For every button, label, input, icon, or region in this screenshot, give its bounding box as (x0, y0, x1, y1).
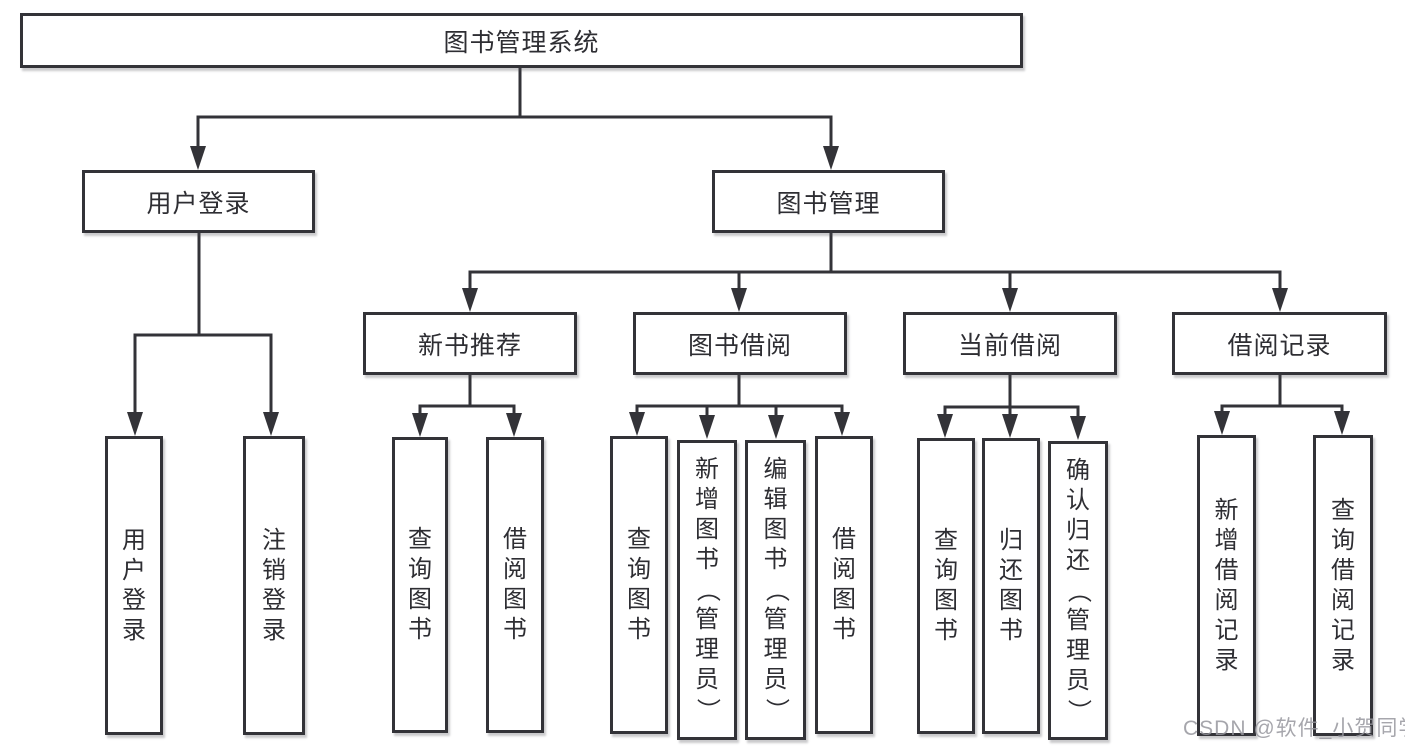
leaf-borrow-books-label: 借阅图书 (832, 526, 856, 643)
leaf-user-login: 用户登录 (105, 436, 163, 735)
leaf-add-borrow-record-label: 新增借阅记录 (1214, 496, 1239, 674)
node-borrow-records: 借阅记录 (1172, 312, 1387, 375)
leaf-add-book-admin-label: 新增图书（管理员） (694, 456, 721, 722)
leaf-add-borrow-record: 新增借阅记录 (1197, 435, 1256, 736)
edge-root-split (196, 65, 833, 119)
watermark: CSDN @软件_小贺同学 (1183, 717, 1405, 740)
leaf-logout-label: 注销登录 (262, 526, 286, 644)
leaf-query-books-recommend-label: 查询图书 (408, 526, 432, 643)
node-book-borrow: 图书借阅 (633, 312, 847, 375)
edge-book-management-split (468, 230, 1282, 274)
leaf-confirm-return-admin-label: 确认归还（管理员） (1065, 456, 1092, 723)
leaf-borrow-books-recommend-label: 借阅图书 (503, 526, 527, 643)
leaf-return-book-label: 归还图书 (999, 527, 1023, 644)
leaf-edit-book-admin-label: 编辑图书（管理员） (762, 456, 790, 722)
leaf-borrow-books: 借阅图书 (815, 436, 873, 734)
leaf-query-books-borrow: 查询图书 (610, 436, 668, 734)
leaf-borrow-books-recommend: 借阅图书 (486, 437, 544, 733)
node-user-login: 用户登录 (82, 170, 315, 233)
node-current-borrow: 当前借阅 (903, 312, 1117, 375)
leaf-query-borrow-record-label: 查询借阅记录 (1331, 496, 1355, 674)
leaf-confirm-return-admin: 确认归还（管理员） (1048, 441, 1108, 740)
leaf-query-books-current-label: 查询图书 (934, 527, 958, 644)
leaf-query-borrow-record: 查询借阅记录 (1313, 435, 1373, 736)
leaf-add-book-admin: 新增图书（管理员） (677, 440, 737, 740)
edge-borrow-records-split (1220, 373, 1344, 408)
leaf-edit-book-admin: 编辑图书（管理员） (745, 440, 806, 740)
edge-book-borrow-split (635, 373, 844, 408)
leaf-query-books-borrow-label: 查询图书 (627, 526, 651, 643)
edge-user-login-split (133, 230, 273, 337)
leaf-user-login-label: 用户登录 (122, 526, 146, 644)
node-library-management-system: 图书管理系统 (20, 13, 1023, 68)
leaf-query-books-current: 查询图书 (917, 438, 975, 734)
edge-new-book-recommend-split (418, 373, 516, 408)
node-book-management: 图书管理 (712, 170, 945, 233)
node-new-book-recommend: 新书推荐 (363, 312, 577, 375)
leaf-return-book: 归还图书 (982, 438, 1040, 734)
leaf-query-books-recommend: 查询图书 (392, 437, 448, 733)
edge-current-borrow-split (943, 373, 1080, 409)
leaf-logout: 注销登录 (243, 436, 305, 735)
